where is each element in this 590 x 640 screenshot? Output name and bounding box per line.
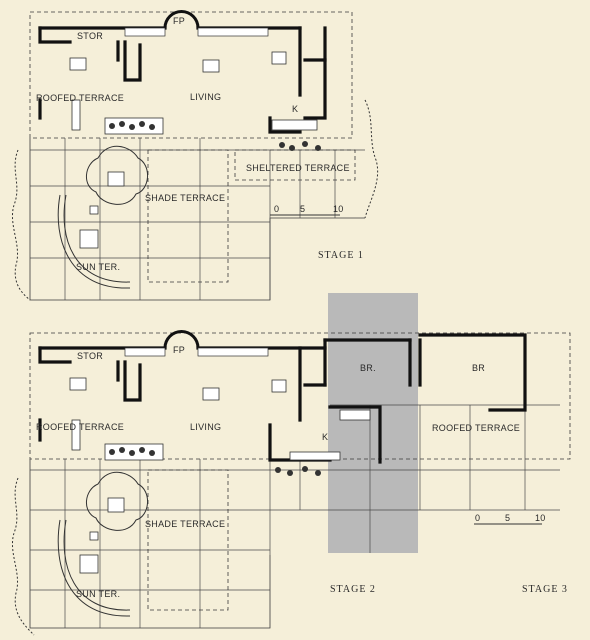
living-table-2 [202, 387, 220, 401]
bench-2 [71, 419, 81, 451]
svg-text:5: 5 [505, 513, 510, 523]
label-k-2: K [322, 432, 328, 442]
shade-roof-2 [147, 469, 229, 611]
plan-stage-2-3: FP STOR LIVING ROOFED TERRACE K BR. BR R… [12, 293, 571, 636]
terrace-table [69, 57, 87, 71]
planter-shrubs [109, 121, 321, 151]
living-table [202, 59, 220, 73]
hedge-right [364, 99, 379, 219]
svg-text:10: 10 [333, 204, 344, 214]
label-k: K [292, 104, 298, 114]
label-living: LIVING [190, 92, 221, 102]
roof-outline-2 [29, 332, 571, 460]
hedge-left-2 [12, 477, 35, 636]
label-shade-terrace: SHADE TERRACE [145, 193, 225, 203]
label-stor: STOR [77, 31, 103, 41]
sun-wall-inner [63, 194, 131, 283]
bench [71, 99, 81, 131]
terrace-grid [30, 138, 365, 300]
window-strip-2 [197, 347, 269, 357]
site-outline-2 [29, 459, 271, 629]
window-strip [197, 27, 269, 37]
kitchen-counter-2 [289, 451, 341, 461]
label-shade-terrace-2: SHADE TERRACE [145, 519, 225, 529]
label-fp-2: FP [173, 345, 185, 355]
terrace-table-2 [69, 377, 87, 391]
label-sun-ter: SUN TER. [76, 262, 120, 272]
svg-text:10: 10 [535, 513, 546, 523]
stage-2-label: STAGE 2 [330, 584, 376, 595]
stage-2-shaded-area [328, 293, 418, 553]
garden-table-2 [107, 497, 125, 513]
chair-2 [271, 379, 287, 393]
sun-wall-2 [57, 519, 131, 617]
fireplace-2 [163, 330, 200, 349]
counter-upper [339, 409, 371, 421]
plan-stage-1: FP STOR LIVING ROOFED TERRACE K SHELTERE… [12, 10, 379, 301]
svg-text:0: 0 [475, 513, 480, 523]
stool [89, 205, 99, 215]
kitchen-counter [271, 119, 318, 131]
window-strip-2 [124, 347, 166, 357]
hedge-left [12, 149, 31, 301]
label-roofed-terrace-2: ROOFED TERRACE [36, 422, 124, 432]
garden-bubble-2 [86, 471, 148, 531]
label-roofed-terrace-right: ROOFED TERRACE [432, 423, 520, 433]
walls-2 [38, 333, 527, 464]
sun-wall-inner-2 [63, 519, 131, 611]
walls [38, 26, 327, 134]
planter-shrubs-2 [109, 447, 321, 476]
roof-outline [29, 11, 353, 139]
label-br-2: BR [472, 363, 485, 373]
label-fp: FP [173, 16, 185, 26]
window-strip [124, 27, 166, 37]
chair [271, 51, 287, 65]
stage-1-label: STAGE 1 [318, 250, 364, 261]
label-br-1: BR. [360, 363, 376, 373]
shade-roof [147, 149, 229, 283]
sun-lounger [79, 229, 99, 249]
label-living-2: LIVING [190, 422, 221, 432]
scale-bar-1: 0 5 10 [270, 204, 344, 216]
label-stor-2: STOR [77, 351, 103, 361]
svg-text:0: 0 [274, 204, 279, 214]
garden-table [107, 171, 125, 187]
sheltered-roof [234, 149, 356, 181]
sun-lounger-2 [79, 554, 99, 574]
fireplace [163, 10, 200, 29]
stool-2 [89, 531, 99, 541]
label-sun-ter-2: SUN TER. [76, 589, 120, 599]
garden-bubble [86, 145, 148, 205]
terrace-grid-2 [30, 340, 560, 628]
label-roofed-terrace: ROOFED TERRACE [36, 93, 124, 103]
sun-wall [57, 194, 131, 289]
svg-text:5: 5 [300, 204, 305, 214]
label-sheltered-terrace: SHELTERED TERRACE [246, 163, 350, 173]
stage-3-label: STAGE 3 [522, 584, 568, 595]
scale-bar-2: 0 5 10 [474, 513, 546, 525]
